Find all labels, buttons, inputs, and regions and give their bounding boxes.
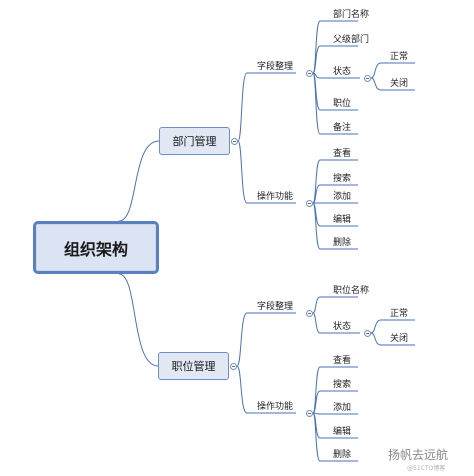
item-label[interactable]: 状态 [333,67,352,77]
item-label[interactable]: 删除 [333,450,352,460]
item-link-0-1-1 [312,184,321,204]
branch-node-label: 部门管理 [172,135,217,148]
item-link-1-1-1 [312,390,321,414]
group-link-0-1 [237,140,248,204]
group-collapse-1-0[interactable] [305,309,313,317]
item-label[interactable]: 职位名称 [333,286,370,296]
item-label[interactable]: 添加 [333,192,352,202]
branch-node-label: 职位管理 [171,360,216,373]
item-collapse-0-0-2[interactable] [363,74,371,82]
item-link-1-0-0 [312,296,321,314]
child-link-1-0-1-1 [370,332,382,346]
item-label[interactable]: 查看 [333,149,352,159]
item-label[interactable]: 编辑 [333,427,352,437]
root-node[interactable]: 组织架构 [33,221,159,274]
child-label[interactable]: 关闭 [390,79,409,89]
child-link-0-0-2-0 [370,62,382,79]
branch-collapse-0[interactable] [230,137,238,145]
group-link-0-0 [237,72,248,142]
root-link-0 [118,140,160,222]
item-label[interactable]: 父级部门 [333,35,370,45]
item-label[interactable]: 搜索 [333,380,352,390]
branch-node-0[interactable]: 部门管理 [159,127,230,155]
branch-collapse-1[interactable] [229,362,237,370]
child-link-1-0-1-0 [370,319,382,334]
item-link-0-1-0 [312,159,321,204]
group-label[interactable]: 操作功能 [257,192,294,202]
item-collapse-1-0-1[interactable] [363,329,371,337]
item-label[interactable]: 部门名称 [333,10,370,20]
child-label[interactable]: 关闭 [390,334,409,344]
item-label[interactable]: 添加 [333,403,352,413]
item-link-1-1-0 [312,366,321,414]
item-link-0-0-4 [312,72,321,135]
group-collapse-1-1[interactable] [305,409,313,417]
item-label[interactable]: 状态 [333,322,352,332]
group-label[interactable]: 操作功能 [257,402,294,412]
item-label[interactable]: 查看 [333,356,352,366]
item-link-0-1-4 [312,202,321,250]
child-link-0-0-2-1 [370,77,382,91]
child-label[interactable]: 正常 [390,309,409,319]
item-label[interactable]: 编辑 [333,215,352,225]
root-link-1 [118,273,159,367]
group-collapse-0-1[interactable] [305,199,313,207]
child-label[interactable]: 正常 [390,52,409,62]
item-label[interactable]: 职位 [333,99,352,109]
item-link-1-1-4 [312,412,321,462]
item-label[interactable]: 删除 [333,238,352,248]
group-label[interactable]: 字段整理 [257,302,294,312]
group-label[interactable]: 字段整理 [257,62,294,72]
group-link-1-0 [236,312,248,367]
item-link-0-0-1 [312,45,321,74]
item-link-1-0-1 [312,312,321,334]
group-link-1-1 [236,365,248,414]
watermark-sub: @51CTO博客 [407,465,446,472]
branch-node-1[interactable]: 职位管理 [158,352,229,380]
item-label[interactable]: 搜索 [333,174,352,184]
group-collapse-0-0[interactable] [305,69,313,77]
watermark-text: 扬帆去远航 [388,448,449,462]
root-node-label: 组织架构 [63,239,128,259]
item-label[interactable]: 备注 [333,123,352,133]
